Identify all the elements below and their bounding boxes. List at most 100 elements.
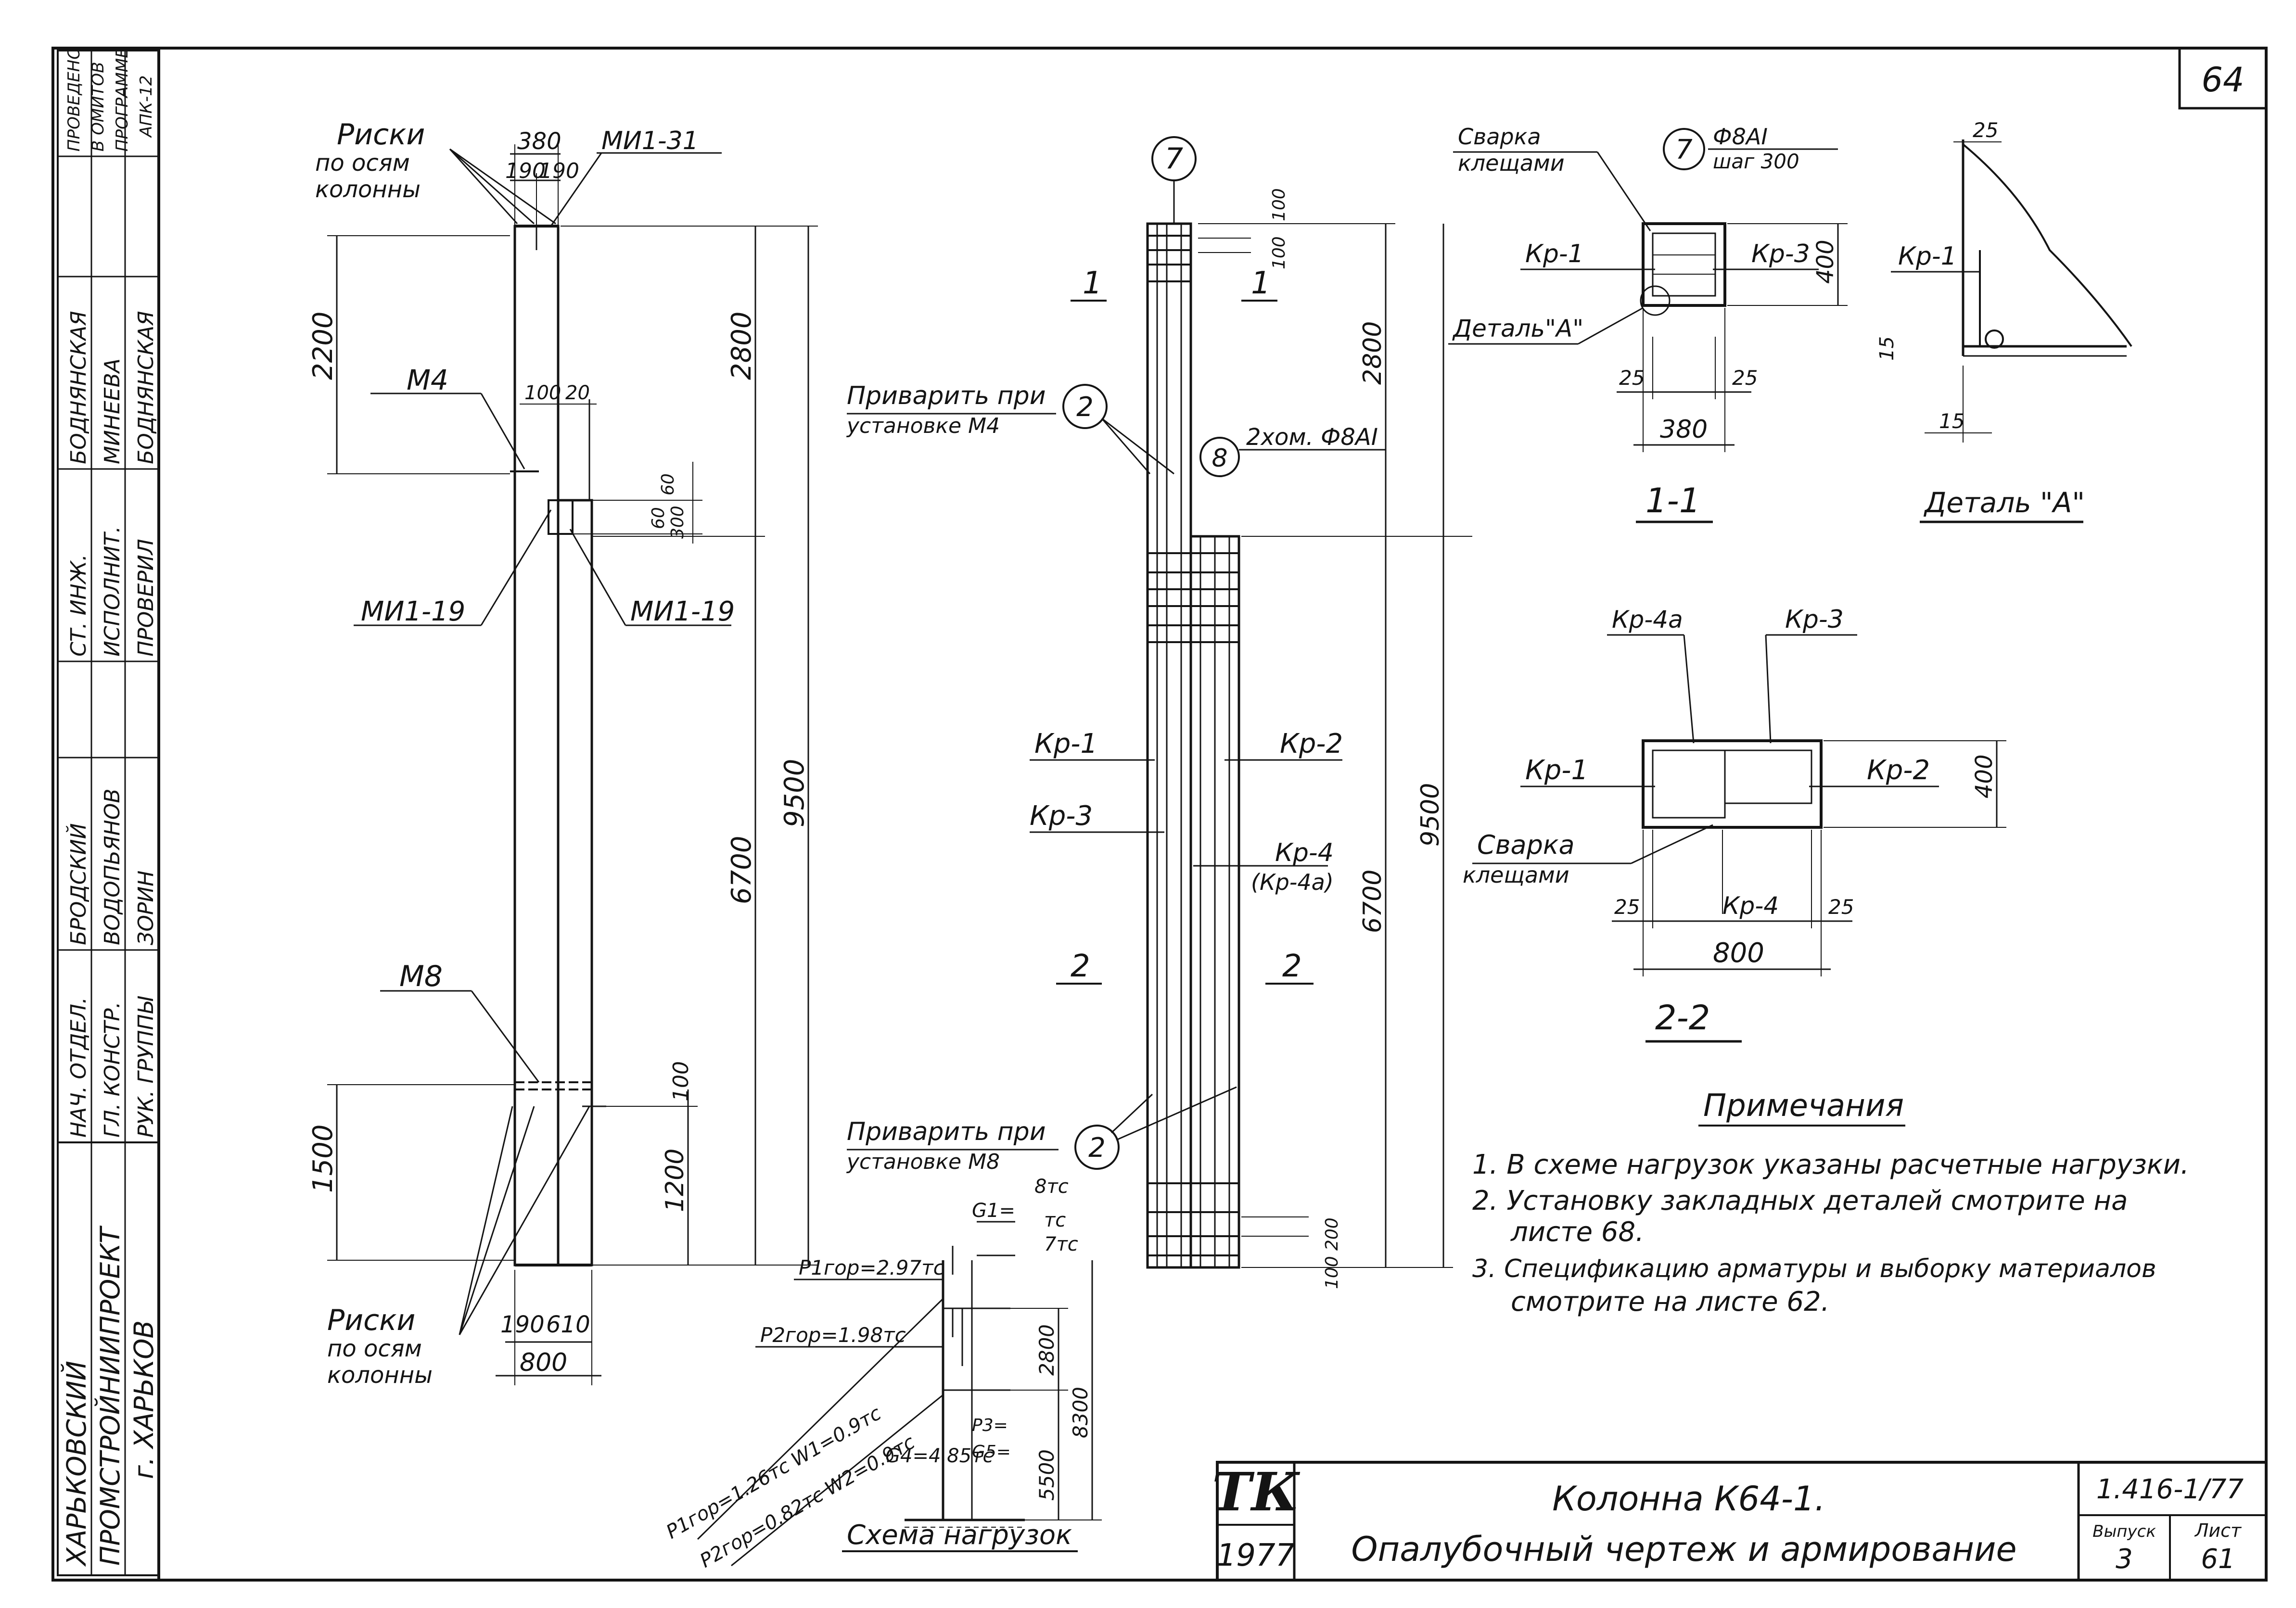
load-p3: P3= <box>972 1416 1008 1435</box>
rein-dim-100b: 100 <box>1269 236 1289 269</box>
sec11-pos-7: 7 <box>1675 134 1693 165</box>
load-scheme-title: Схема нагрузок <box>847 1519 1072 1551</box>
title-line1: Колонна К64-1. <box>1552 1479 1825 1519</box>
note-3: 3. Спецификацию арматуры и выборку матер… <box>1472 1254 2156 1283</box>
kr4a-label: (Кр-4а) <box>1251 869 1334 895</box>
title-issue: 3 <box>2116 1544 2133 1575</box>
note-1: 1. В схеме нагрузок указаны расчетные на… <box>1472 1149 2189 1180</box>
weld-bottom-line1: Приварить при <box>847 1117 1046 1146</box>
marks-top-line1: Риски <box>337 118 425 152</box>
load-g5: G5= <box>972 1442 1011 1462</box>
marks-top-line3: колонны <box>315 176 421 203</box>
stamp-note-1: ПРОВЕДЕНО <box>64 47 84 152</box>
detail-a-title: Деталь "А" <box>1923 486 2085 519</box>
kr2-label: Кр-2 <box>1280 728 1343 760</box>
sec11-dim-380: 380 <box>1660 415 1708 444</box>
section-2-left: 2 <box>1071 949 1090 984</box>
part-mi1-19-right: МИ1-19 <box>630 596 735 627</box>
dim-bracket-100: 100 <box>524 382 561 404</box>
title-block: ТК 1977 Колонна К64-1. Опалубочный черте… <box>1212 1461 2268 1582</box>
marks-bottom-line2: по осям <box>327 1335 422 1362</box>
load-g4: G4=4.85тс <box>885 1445 993 1467</box>
weld-top-line2: установке М4 <box>846 414 1000 438</box>
stamp-note-3: ПРОГРАММЕ <box>113 48 132 152</box>
sec22-kr1: Кр-1 <box>1525 755 1588 786</box>
load-force-b: тс <box>1044 1209 1066 1231</box>
rein-dim-100a: 100 <box>1269 188 1289 221</box>
title-line2: Опалубочный чертеж и армирование <box>1351 1530 2016 1569</box>
part-mi1-19-left: МИ1-19 <box>361 596 465 627</box>
inner-frame <box>157 47 2268 1582</box>
pos-7: 7 <box>1165 142 1183 176</box>
note-2: 2. Установку закладных деталей смотрите … <box>1472 1185 2128 1216</box>
dim-top-190a: 190 <box>505 159 546 183</box>
dim-bottom-800: 800 <box>520 1348 567 1377</box>
detail-a-d15a: 15 <box>1876 336 1898 361</box>
load-scheme: P1гор=2.97тс P2гор=1.98тс G1= 8тс тс 7тс… <box>663 1176 1102 1572</box>
load-force-c: 7тс <box>1044 1233 1078 1255</box>
sec22-dim-25a: 25 <box>1614 895 1640 919</box>
section-1-left: 1 <box>1083 266 1102 301</box>
stamp-note-4: АПК-12 <box>137 76 156 139</box>
title-sheet-label: Лист <box>2194 1520 2242 1541</box>
sec22-kr3: Кр-3 <box>1785 605 1844 634</box>
weld-top-line1: Приварить при <box>847 381 1046 410</box>
kr3-label: Кр-3 <box>1030 800 1093 832</box>
stamp-role-6: ПРОВЕРИЛ <box>134 539 158 657</box>
bar-8-label: 2хом. Ф8АI <box>1246 424 1378 451</box>
sec11-kr3: Кр-3 <box>1751 240 1810 268</box>
pos-8-circle <box>1199 437 1240 477</box>
stamp-name-1: БРОДСКИЙ <box>65 823 91 945</box>
reinforcement-elevation: 7 1 1 Приварить при установке М4 2 8 2хо… <box>846 136 1472 1289</box>
dim-9500: 9500 <box>779 759 810 827</box>
sec22-kr2: Кр-2 <box>1867 755 1930 786</box>
sec11-weld-line1: Сварка <box>1458 124 1541 150</box>
sec22-dim-400: 400 <box>1971 754 1998 798</box>
dim-bracket-60a: 60 <box>658 473 678 495</box>
stamp-role-4: СТ. ИНЖ. <box>66 554 91 657</box>
sec22-weld-line1: Сварка <box>1477 830 1575 860</box>
detail-a-kr1: Кр-1 <box>1898 242 1957 271</box>
sec22-title: 2-2 <box>1655 998 1710 1038</box>
pos-2-top: 2 <box>1076 392 1094 423</box>
rein-dim-2800: 2800 <box>1358 321 1387 385</box>
marks-bottom-line3: колонны <box>327 1362 433 1389</box>
load-force-a: 8тс <box>1034 1176 1069 1198</box>
sec11-step: шаг 300 <box>1713 150 1799 173</box>
section-2-2: Кр-4а Кр-3 Кр-1 Кр-2 Сварка клещами 400 … <box>1463 605 2006 1043</box>
pos-8: 8 <box>1212 444 1227 473</box>
sec11-detail-ref: Деталь"А" <box>1452 315 1583 342</box>
pos-2-top-circle <box>1062 384 1108 429</box>
detail-a: 25 Кр-1 15 15 Деталь "А" <box>1876 118 2132 523</box>
stamp-name-6: БОДНЯНСКАЯ <box>134 311 158 464</box>
stamp-name-2: ВОДОПЬЯНОВ <box>100 788 125 945</box>
stamp-name-5: МИНЕЕВА <box>100 358 125 464</box>
load-p1: P1гор=2.97тс <box>799 1256 944 1279</box>
section-1-right: 1 <box>1251 266 1271 301</box>
section-2-right: 2 <box>1282 949 1302 984</box>
dim-2800: 2800 <box>726 311 757 380</box>
sec22-kr4a: Кр-4а <box>1612 606 1683 633</box>
load-p2: P2гор=1.98тс <box>760 1323 906 1347</box>
dim-100-lower: 100 <box>669 1061 693 1102</box>
stamp-note-2: В ОМИТОВ <box>89 62 108 152</box>
section-1-1: Сварка клещами 7 Ф8АI шаг 300 Кр-1 Кр-3 … <box>1448 124 1848 523</box>
stamp-org-1: ХАРЬКОВСКИЙ <box>61 1361 92 1567</box>
sec11-dim-25b: 25 <box>1732 366 1758 390</box>
formwork-elevation: 380 190 190 2200 1500 2800 6700 9500 120… <box>307 118 818 1389</box>
detail-a-d25: 25 <box>1973 118 1998 142</box>
note-3b: смотрите на листе 62. <box>1511 1286 1829 1317</box>
pos-2-bottom: 2 <box>1088 1132 1106 1164</box>
load-dim-2800: 2800 <box>1035 1324 1059 1376</box>
dim-2200: 2200 <box>307 311 339 380</box>
marks-bottom-line1: Риски <box>327 1304 415 1337</box>
rein-dim-6700: 6700 <box>1358 870 1387 933</box>
sec11-kr1: Кр-1 <box>1525 240 1584 268</box>
notes-title: Примечания <box>1703 1088 1904 1124</box>
dim-1500: 1500 <box>307 1124 339 1193</box>
title-issue-label: Выпуск <box>2092 1522 2156 1541</box>
title-logo: ТК <box>1212 1461 1301 1523</box>
pos-2-bottom-circle <box>1074 1125 1120 1170</box>
load-g-top: G1= <box>972 1200 1015 1222</box>
